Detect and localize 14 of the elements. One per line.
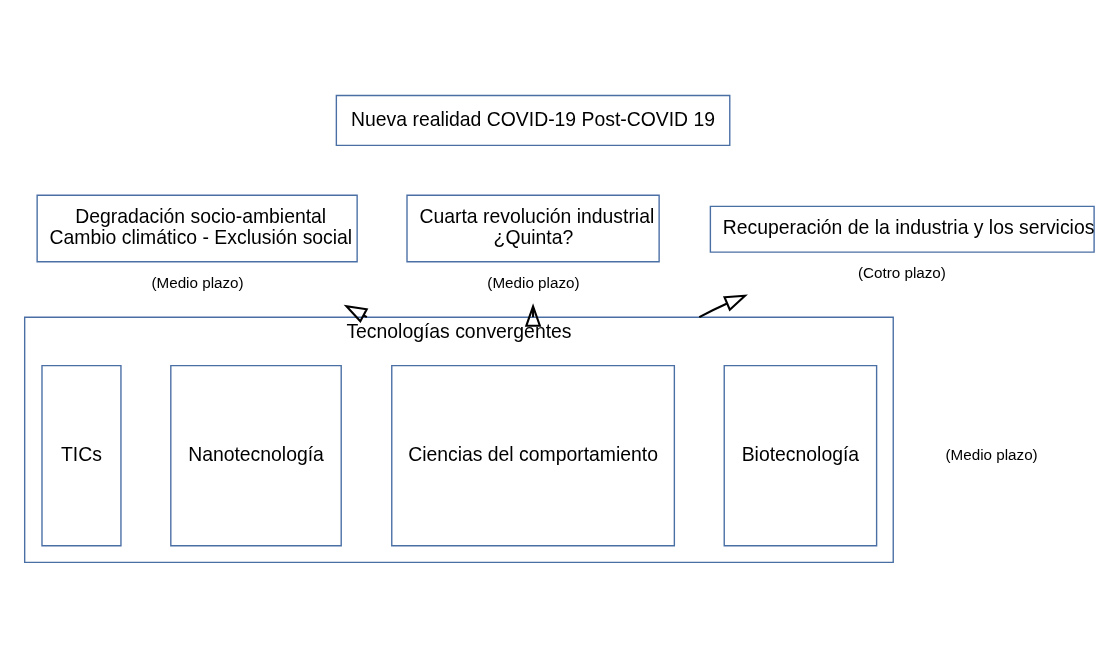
node-label: (Medio plazo) [487,273,580,291]
arrow [524,303,542,327]
node-box: Nanotecnología [170,364,342,547]
node-label: (Medio plazo) [151,273,244,291]
node-box: Recuperación de la industria y los servicios [709,205,1095,253]
node-box: Degradación socio-ambiental Cambio climático - Exclusión social [36,194,358,263]
arrow [698,294,748,319]
node-box: Ciencias del comportamiento [391,364,676,547]
node-box: Biotecnología [723,364,878,547]
node-box: TICs [41,364,122,547]
node-label: (Cotro plazo) [857,264,946,282]
node-box: Cuarta revolución industrial ¿Quinta? [406,194,660,263]
node-label: (Medio plazo) [945,445,1038,463]
node-box: Nueva realidad COVID-19 Post-COVID 19 [335,94,731,147]
